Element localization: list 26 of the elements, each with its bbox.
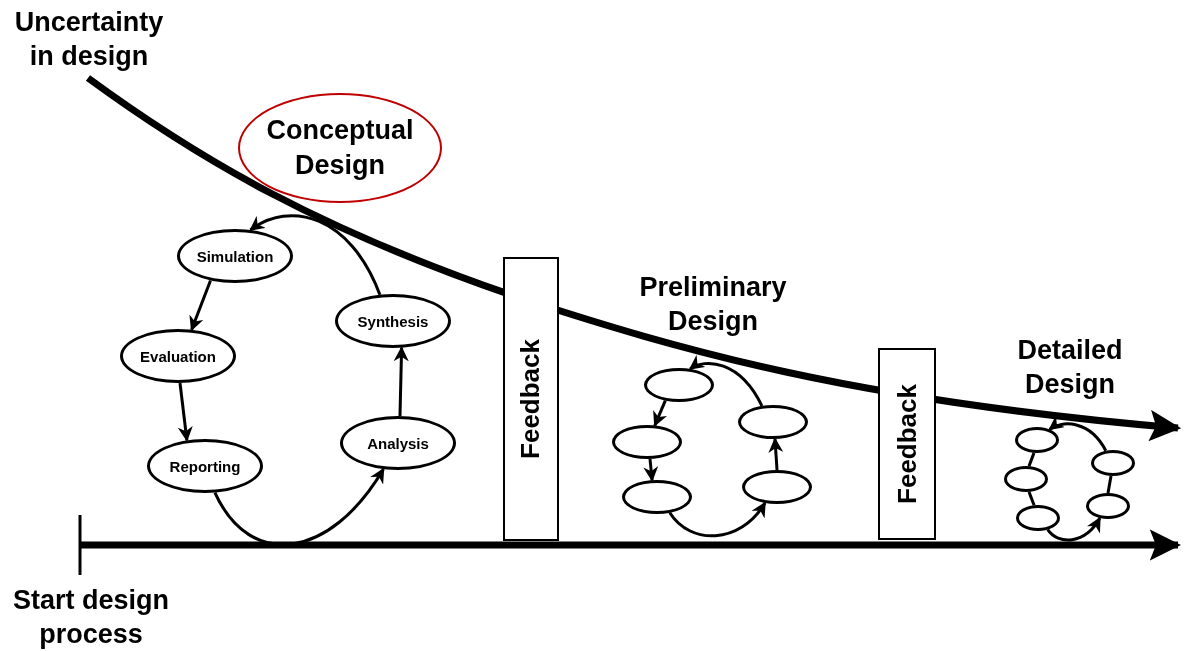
phase-title: Conceptual Design [265, 114, 415, 182]
empty-step-ellipse [1004, 466, 1048, 492]
phase-title: Preliminary Design [638, 271, 788, 338]
arrow [653, 400, 667, 427]
step-label: Reporting [169, 457, 241, 475]
arrow [249, 214, 382, 296]
phase-ellipse [238, 93, 442, 203]
step-label: Synthesis [357, 312, 429, 330]
bar-label: Feedback [891, 384, 923, 504]
arrow [688, 355, 764, 407]
axis-label: Start design process [12, 584, 170, 651]
arrow [643, 458, 659, 482]
empty-step-ellipse [1015, 427, 1059, 453]
step-label: Simulation [196, 247, 274, 265]
step-label: Evaluation [140, 347, 216, 365]
arrow [393, 346, 409, 417]
arrow [768, 437, 784, 471]
step-label: Analysis [367, 434, 429, 452]
phase-title: Detailed Design [1016, 334, 1124, 401]
empty-step-ellipse [1086, 493, 1130, 519]
empty-step-ellipse [1091, 450, 1135, 476]
feedback-bar [878, 348, 936, 540]
feedback-bar [502, 256, 559, 541]
bar-label: Feedback [515, 338, 546, 459]
axis-label: Uncertainty in design [13, 6, 165, 73]
empty-step-ellipse [1016, 505, 1060, 531]
